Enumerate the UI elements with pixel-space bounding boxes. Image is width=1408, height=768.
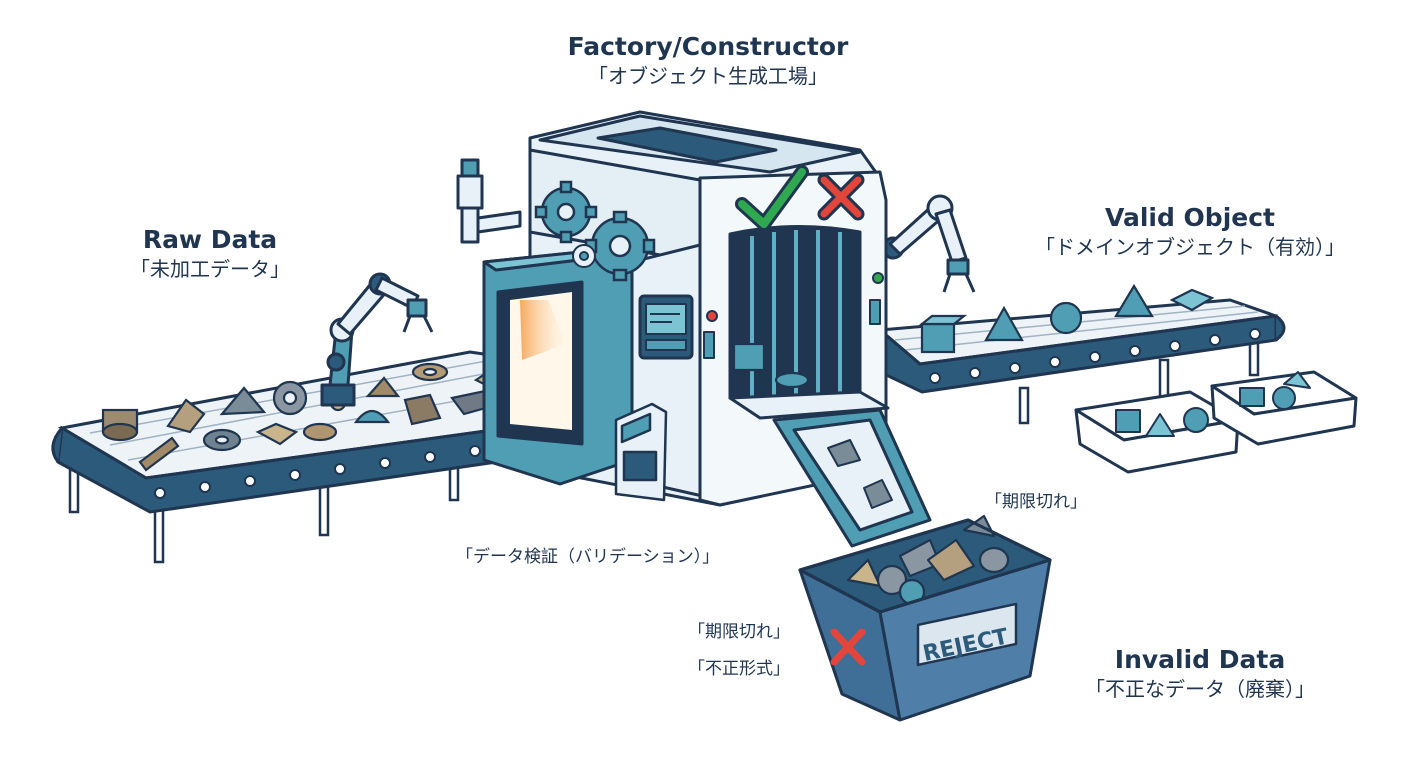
check-icon [738,168,806,228]
control-panel-icon [614,402,668,502]
cross-icon [817,173,865,221]
factory-machine [456,110,890,507]
robot-arm-icon [320,272,434,407]
valid-object-label-group: Valid Object 「ドメインオブジェクト（有効）」 [1000,203,1380,261]
reject-reason-expired-top: 「期限切れ」 [985,492,1087,512]
raw-data-subtitle: 「未加工データ」 [130,257,290,281]
factory-subtitle: 「オブジェクト生成工場」 [588,64,828,88]
gear-icon [534,180,598,244]
gear-icon [584,210,656,282]
raw-data-label-group: Raw Data 「未加工データ」 [60,225,360,283]
raw-data-title: Raw Data [142,225,278,254]
cross-icon [830,628,866,666]
validation-label: 「データ検証（バリデーション）」 [456,547,720,567]
valid-object-subtitle: 「ドメインオブジェクト（有効）」 [1035,235,1345,259]
reject-reason-bad-format: 「不正形式」 [688,659,790,679]
valid-object-conveyor [876,283,1286,425]
reject-reason-expired: 「期限切れ」 [688,622,790,642]
reject-chute [772,408,932,548]
valid-object-title: Valid Object [1104,203,1276,232]
invalid-data-subtitle: 「不正なデータ（廃棄）」 [1085,677,1315,701]
robot-arm-icon [881,194,976,293]
reject-bin-icon [798,514,1052,722]
valid-objects [918,283,1215,354]
invalid-data-label-group: Invalid Data 「不正なデータ（廃棄）」 [1040,645,1360,703]
invalid-data-title: Invalid Data [1114,645,1286,674]
gear-icon [572,244,596,268]
valid-object-trays [1074,370,1358,474]
factory-label-group: Factory/Constructor 「オブジェクト生成工場」 [518,32,898,90]
factory-title: Factory/Constructor [567,32,849,61]
